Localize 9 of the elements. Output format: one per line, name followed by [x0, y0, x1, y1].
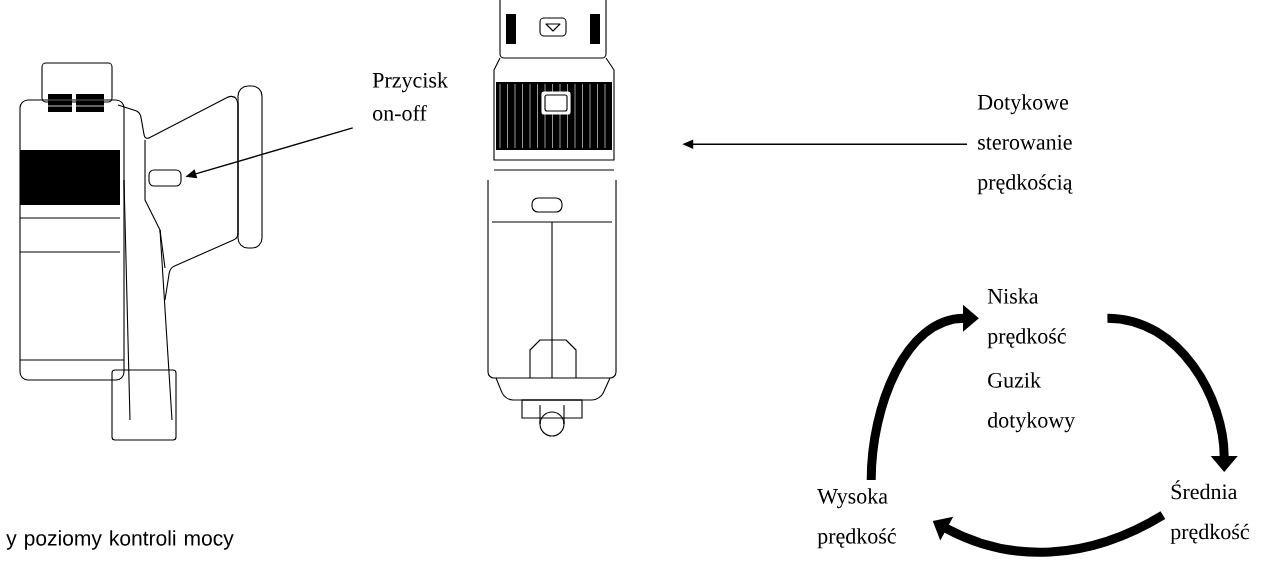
speed-label: Niska prędkość — [987, 288, 1066, 349]
button-label: Guzik dotykowy — [988, 372, 1076, 433]
caption-text: y poziomy kontroli mocy — [6, 530, 234, 550]
callout-text: Przycisk on-off — [372, 72, 448, 121]
trigger-button — [148, 169, 182, 187]
speed-label: Wysoka prędkość — [817, 488, 896, 549]
speed-label: Średnia prędkość — [1170, 480, 1249, 544]
front-tool-drawing — [487, 0, 617, 437]
callout-text: Dotykowe sterowanie prędkością — [977, 94, 1073, 195]
